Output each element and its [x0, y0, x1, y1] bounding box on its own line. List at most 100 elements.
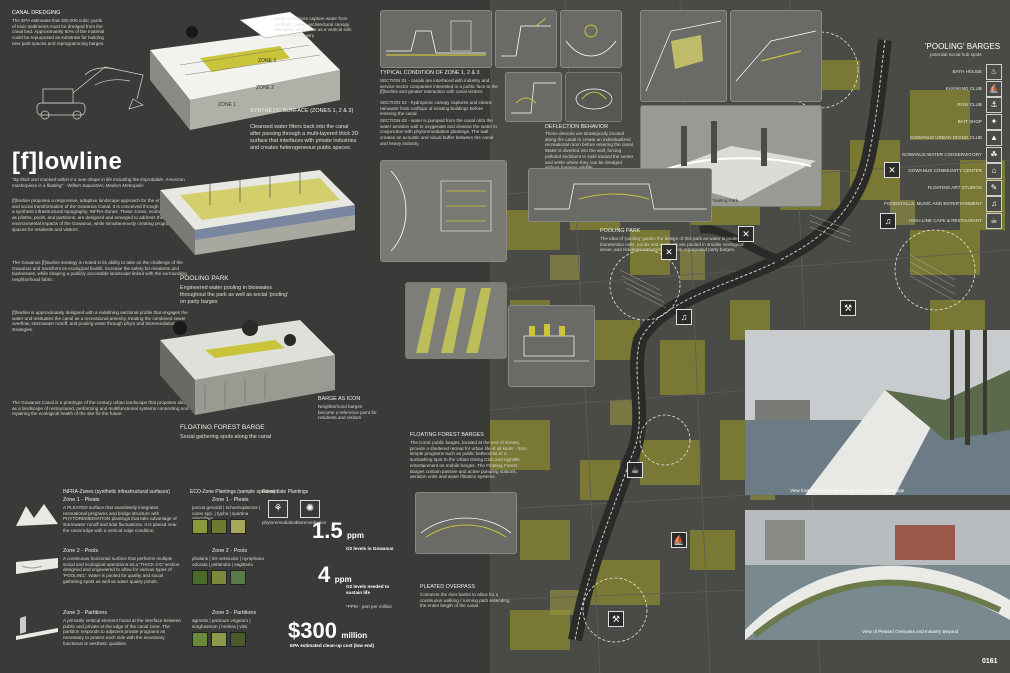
synthetic-surface-label: SYNTHETIC SURFACE (ZONES 1, 2 & 3)	[250, 108, 354, 114]
plant-swatches	[192, 632, 249, 652]
stat-2-unit: ppm	[334, 575, 352, 584]
map-art-icon[interactable]: ⚒	[840, 300, 856, 316]
zone-name: Zone 3 - Partitions	[63, 610, 108, 616]
section-03-panel	[560, 10, 622, 68]
barge-item-label: GOWANUS WATER CONSERVATORY	[901, 152, 982, 157]
forest-barges-render	[405, 282, 507, 359]
bio-icon: ✺	[300, 500, 320, 518]
barge-item-label: FLOATING ART STUDIOS	[927, 185, 982, 190]
phyto-icon: ⚘	[268, 500, 288, 518]
barge-item-label: BAIT SHOP	[957, 119, 982, 124]
overpass-title: PLEATED OVERPASS	[420, 584, 475, 590]
pooling-park-text: Engineered water pooling in bioswales th…	[180, 285, 289, 306]
barge-item-icon[interactable]: ♨	[986, 64, 1002, 80]
canal-heading: CANAL DREDGING	[12, 10, 61, 16]
pooling-park-label: POOLING PARK	[180, 275, 229, 282]
axon-pooling-park	[160, 170, 355, 255]
zone2-tag: ZONE 2	[256, 85, 275, 91]
project-paragraph-1: [f]lowline proposes a responsive, adapti…	[12, 198, 189, 232]
barge-item-label: HIGH LINE CAFE & RESTAURANT	[909, 218, 982, 223]
deflection-text: These devices are strategically located …	[545, 131, 635, 170]
stat-1: 1.5 ppm	[312, 518, 364, 544]
forest-barges-title: FLOATING FOREST BARGES	[410, 432, 484, 438]
stat-1-value: 1.5	[312, 518, 343, 543]
map-music-icon-2[interactable]: ♫	[880, 213, 896, 229]
deflection-title: DEFLECTION BEHAVIOR	[545, 124, 609, 130]
typical-section-3: SECTION 03 - water is pumped from the ca…	[380, 118, 497, 146]
synthetic-surface-text: Cleansed water filters back into the can…	[250, 124, 359, 152]
plant-swatch	[211, 519, 227, 534]
stat-3: $300 million	[288, 618, 367, 644]
plant-swatch	[230, 632, 246, 647]
render-panel-top-2	[730, 10, 822, 102]
zone-description: A continuous horizontal surface that per…	[63, 556, 180, 584]
excavator-sketch	[36, 66, 144, 120]
barge-icon-panel	[508, 305, 595, 387]
canal-text: The EPA estimates that 200,000 cubic yar…	[12, 18, 105, 46]
project-paragraph-3: [f]lowline is approximately designed wit…	[12, 310, 188, 333]
barge-item-icon[interactable]: ☘	[986, 147, 1002, 163]
map-music-icon[interactable]: ♫	[676, 309, 692, 325]
zone1-diagram	[16, 504, 58, 526]
barge-item-icon[interactable]: ⌂	[986, 163, 1002, 179]
render-overpass-view	[745, 510, 1010, 640]
section-canal-panel	[380, 160, 507, 262]
barge-item-label: GOWANUS URBAN DIVING CLUB	[909, 135, 982, 140]
map-fish-icon[interactable]: ⚒	[608, 611, 624, 627]
map-restaurant-icon[interactable]: ✕	[738, 226, 754, 242]
stat-1-label: O2 levels in Gowanus	[346, 546, 394, 551]
barge-item-icon[interactable]: ✎	[986, 180, 1002, 196]
map-cafe-icon[interactable]: ☕	[627, 462, 643, 478]
plant-swatch	[230, 570, 246, 585]
plant-swatch	[192, 632, 208, 647]
map-kayak-icon[interactable]: ⛵	[671, 532, 687, 548]
barge-item-icon[interactable]: ✦	[986, 114, 1002, 130]
stat-2-note: *PPM - part per million	[346, 604, 392, 609]
stat-2-label: O2 levels needed to sustain life	[346, 584, 390, 595]
typical-section-2: SECTION 02 - hydroponic canopy captures …	[380, 100, 492, 117]
barge-item-label: FOODSTALLS, MUSIC AND ENTERTAINMENT	[883, 201, 982, 206]
page-number: 0161	[982, 658, 998, 665]
zone2-diagram	[16, 558, 58, 574]
axon-floating-forest	[160, 320, 335, 415]
map-dining-icon-2[interactable]: ✕	[884, 162, 900, 178]
zone3-tag: ZONE 3	[258, 58, 277, 64]
typical-condition-panel	[380, 10, 492, 68]
barge-icon-title: BARGE AS ICON	[318, 396, 361, 402]
eco-species: agrostis | panicum virgatum | sorghastru…	[192, 618, 251, 629]
plant-swatch	[192, 519, 208, 534]
plant-swatch	[192, 570, 208, 585]
eco-zone-name: Zone 3 - Partitions	[212, 610, 257, 616]
deflection-panel-1	[505, 72, 562, 122]
stat-3-unit: million	[341, 631, 368, 640]
project-quote: "By thick and cracked within it a new sh…	[12, 177, 185, 188]
axon-synthetic-surface	[150, 11, 340, 130]
barge-item-icon[interactable]: ▲	[986, 130, 1002, 146]
plant-swatch	[230, 519, 246, 534]
bio-label: bioremediation	[296, 520, 327, 525]
zone3-diagram	[16, 616, 58, 640]
pooling-park-title: POOLING PARK	[600, 228, 641, 234]
barge-item-label: ROW CLUB	[957, 102, 982, 107]
zone-description: A primarily vertical element found at th…	[63, 618, 181, 646]
barge-item-icon[interactable]: ☕	[986, 213, 1002, 229]
eco-species: phalaris | iris versicolor | nymphaea od…	[192, 556, 264, 567]
barge-item-label: BATH HOUSE	[952, 69, 982, 74]
caption-view-1: View from Pleated Zone looking at Kayaki…	[790, 488, 905, 493]
barge-icon-text: Neighborhood barges become a reference p…	[318, 404, 377, 421]
map-dining-icon[interactable]: ✕	[661, 244, 677, 260]
infra-zones-title: INFRA-Zones (synthetic infrastructural s…	[63, 489, 170, 495]
section-long-panel	[528, 168, 712, 222]
project-paragraph-4: The Gowanus Canal is a prototype of the …	[12, 400, 189, 417]
floating-forest-label: FLOATING FOREST BARGE	[180, 424, 265, 431]
barge-item-icon[interactable]: ♫	[986, 196, 1002, 212]
overpass-panel	[415, 492, 517, 554]
typical-section-1: SECTION 01 - canals are interfaced with …	[380, 78, 498, 95]
barge-item-icon[interactable]: ⚓	[986, 97, 1002, 113]
section-02-panel	[495, 10, 557, 68]
barge-item-icon[interactable]: ⛵	[986, 81, 1002, 97]
render-panel-top	[640, 10, 727, 102]
zone-description: A PLEATED surface that seamlessly integr…	[63, 505, 177, 533]
project-title: [f]lowline	[12, 148, 123, 175]
barge-item-label: KAYAKING CLUB	[945, 86, 982, 91]
